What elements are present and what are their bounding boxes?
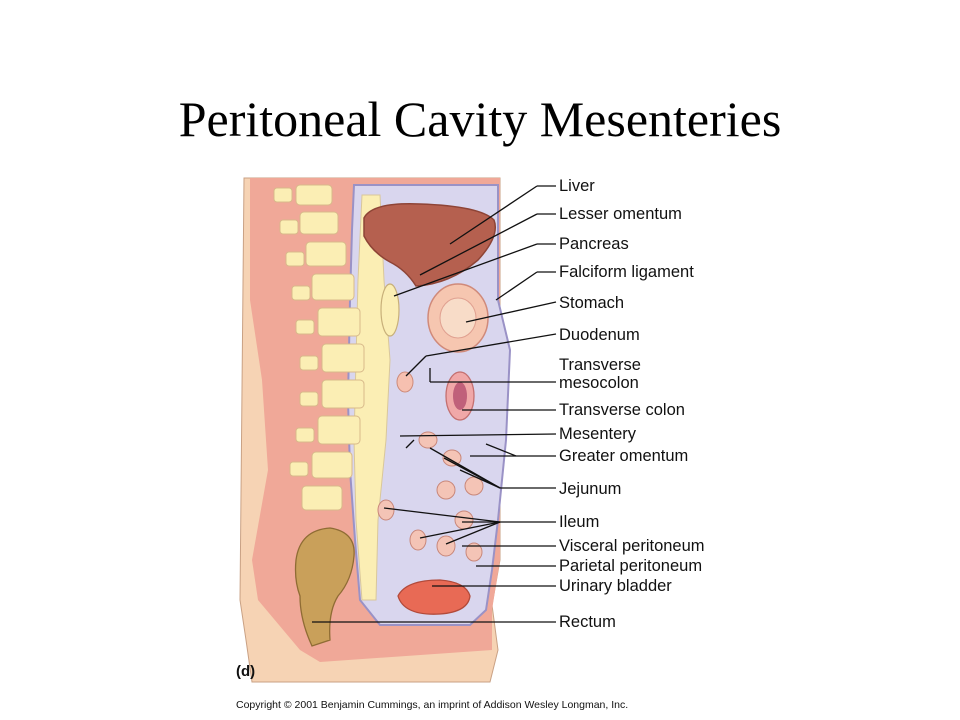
label-lesser-omentum: Lesser omentum xyxy=(559,205,682,223)
label-duodenum: Duodenum xyxy=(559,326,640,344)
leader-lines xyxy=(312,185,557,623)
label-stomach: Stomach xyxy=(559,294,624,312)
label-ileum: Ileum xyxy=(559,513,599,531)
label-parietal-peritoneum: Parietal peritoneum xyxy=(559,557,702,575)
intestine-loop xyxy=(409,529,427,551)
label-jejunum: Jejunum xyxy=(559,480,621,498)
intestine-loop xyxy=(418,431,438,449)
vertebra xyxy=(317,307,361,337)
vertebra xyxy=(299,211,339,235)
vertebra xyxy=(311,273,355,301)
vertebra xyxy=(317,415,361,445)
label-transverse-mesocolon-line2: mesocolon xyxy=(559,374,639,392)
vertebra xyxy=(279,219,299,235)
intestine-loop xyxy=(442,449,462,467)
vertebra xyxy=(291,285,311,301)
vertebra xyxy=(273,187,293,203)
label-visceral-peritoneum: Visceral peritoneum xyxy=(559,537,705,555)
vertebra xyxy=(299,391,319,407)
intestine-loop xyxy=(436,480,456,500)
label-transverse-colon: Transverse colon xyxy=(559,401,685,419)
vertebra xyxy=(285,251,305,267)
vertebra xyxy=(305,241,347,267)
stomach-lumen xyxy=(439,297,477,339)
page-title: Peritoneal Cavity Mesenteries xyxy=(178,91,782,147)
intestine-loops xyxy=(377,431,484,562)
label-greater-omentum: Greater omentum xyxy=(559,447,688,465)
vertebra xyxy=(295,184,333,206)
intestine-loop xyxy=(436,535,456,557)
vertebra xyxy=(321,343,365,373)
label-liver: Liver xyxy=(559,177,595,195)
vertebra xyxy=(295,319,315,335)
vertebral-column xyxy=(273,184,365,511)
label-urinary-bladder: Urinary bladder xyxy=(559,577,672,595)
vertebra xyxy=(321,379,365,409)
transverse-colon-lumen xyxy=(453,382,467,410)
panel-label: (d) xyxy=(236,663,255,680)
label-falciform-ligament: Falciform ligament xyxy=(559,263,694,281)
duodenum xyxy=(396,371,414,393)
vertebra xyxy=(289,461,309,477)
urinary-bladder xyxy=(397,579,471,615)
vertebra xyxy=(299,355,319,371)
intestine-loop xyxy=(465,542,483,562)
vertebra xyxy=(295,427,315,443)
intestine-loop xyxy=(454,510,474,530)
label-rectum: Rectum xyxy=(559,613,616,631)
label-mesentery: Mesentery xyxy=(559,425,637,443)
pancreas xyxy=(380,283,400,337)
intestine-loop xyxy=(377,499,395,521)
vertebra xyxy=(301,485,343,511)
label-transverse-mesocolon-line1: Transverse xyxy=(559,356,641,374)
liver xyxy=(363,203,496,287)
copyright-notice: Copyright © 2001 Benjamin Cummings, an i… xyxy=(236,699,628,711)
label-pancreas: Pancreas xyxy=(559,235,629,253)
rectum xyxy=(294,527,355,647)
vertebra xyxy=(311,451,353,479)
